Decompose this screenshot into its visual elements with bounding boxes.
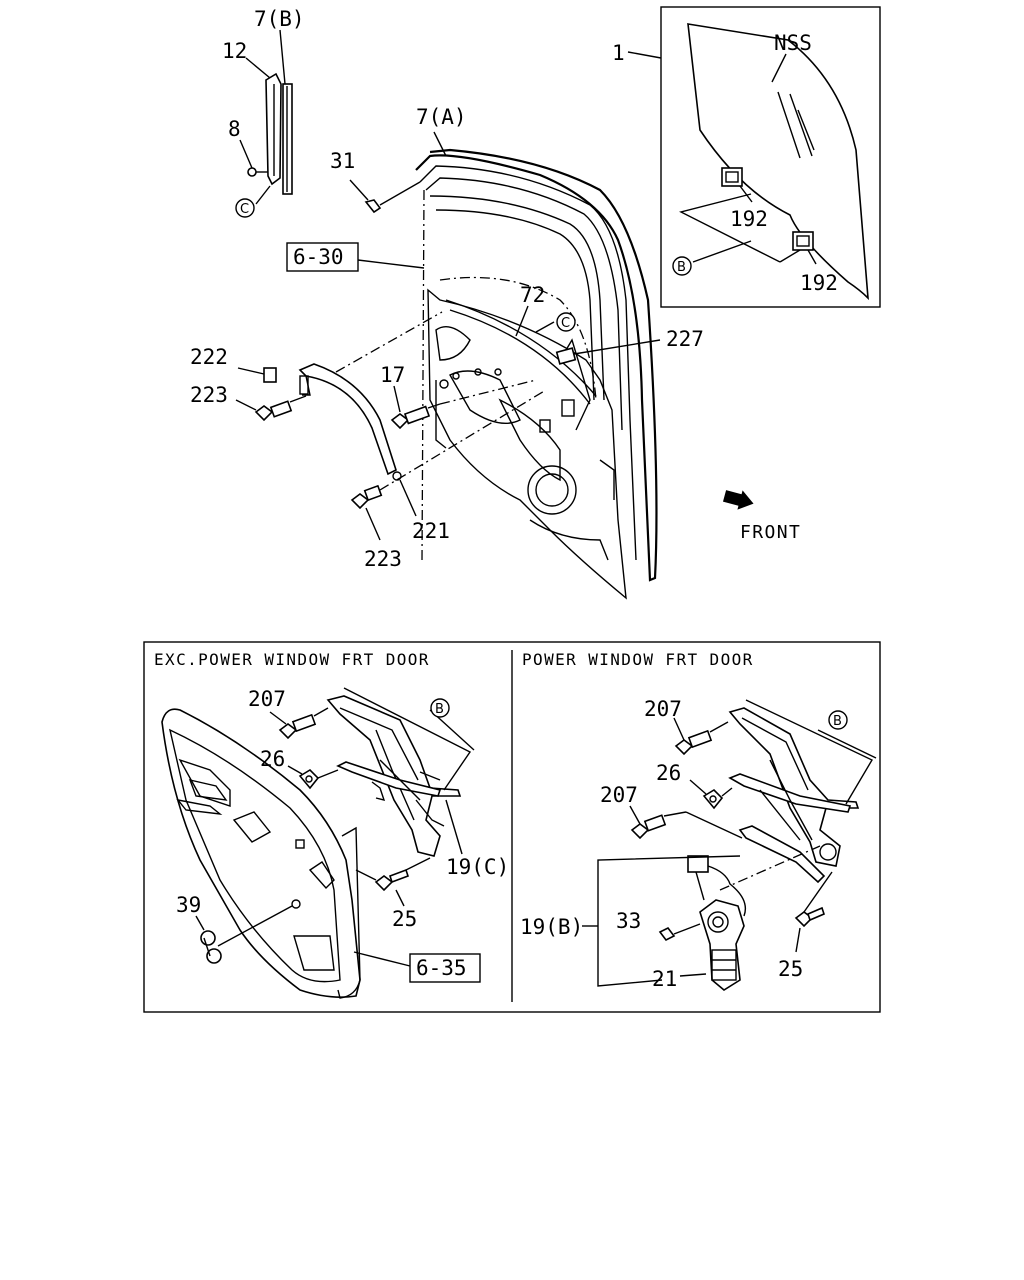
left-panel-header: EXC.POWER WINDOW FRT DOOR — [154, 650, 430, 669]
circle-b-left — [430, 698, 450, 718]
clip-39-upper — [200, 930, 216, 946]
glass-clip-192-lower — [792, 231, 814, 251]
label-192-upper: 192 — [730, 207, 768, 231]
glass-inset-box — [660, 6, 881, 308]
right-panel-header: POWER WINDOW FRT DOOR — [522, 650, 754, 669]
bolt-223-lower — [350, 493, 370, 510]
label-227: 227 — [666, 327, 704, 351]
bolt-207-right-lower — [630, 823, 650, 840]
nut-26-left — [298, 768, 320, 790]
label-33: 33 — [616, 909, 641, 933]
ref-box-6-35 — [409, 953, 481, 983]
label-26-right: 26 — [656, 761, 681, 785]
label-223-upper: 223 — [190, 383, 228, 407]
label-12: 12 — [222, 39, 247, 63]
label-6-35: 6-35 — [416, 956, 467, 980]
screw-31 — [364, 199, 382, 214]
label-72: 72 — [520, 283, 545, 307]
circle-b-glass — [672, 256, 692, 276]
label-207-right-upper: 207 — [644, 697, 682, 721]
regulator-lower-arm — [738, 825, 826, 884]
label-192-lower: 192 — [800, 271, 838, 295]
screw-33 — [658, 926, 676, 942]
regulator-arm-right — [728, 773, 852, 813]
circle-b-right-label: B — [833, 714, 842, 729]
glass-pane-nss — [687, 23, 869, 301]
label-1: 1 — [612, 41, 625, 65]
screw-8 — [247, 167, 257, 177]
circle-c-door-label: C — [561, 316, 570, 331]
door-trim-edge — [337, 826, 361, 999]
label-26-left: 26 — [260, 747, 285, 771]
label-221: 221 — [412, 519, 450, 543]
bolt-207-right-upper — [674, 739, 694, 756]
circle-b-right — [828, 710, 848, 730]
label-front: FRONT — [740, 522, 801, 543]
label-19b: 19(B) — [520, 915, 583, 939]
door-inner-panel — [427, 288, 627, 600]
label-6-30: 6-30 — [293, 245, 344, 269]
window-motor-21 — [699, 899, 745, 991]
circle-b-glass-label: B — [677, 260, 686, 275]
label-222: 222 — [190, 345, 228, 369]
label-7a: 7(A) — [416, 105, 467, 129]
label-8: 8 — [228, 117, 241, 141]
nut-26-right — [702, 788, 724, 810]
circle-c-door — [556, 312, 576, 332]
label-31: 31 — [330, 149, 355, 173]
guide-channel-221 — [298, 363, 397, 476]
label-25-right: 25 — [778, 957, 803, 981]
label-223-lower: 223 — [364, 547, 402, 571]
cap-222 — [263, 367, 277, 383]
label-207-left: 207 — [248, 687, 286, 711]
label-17: 17 — [380, 363, 405, 387]
glass-clip-192-upper — [721, 167, 743, 187]
circle-b-left-label: B — [435, 702, 444, 717]
label-19c: 19(C) — [446, 855, 509, 879]
label-21: 21 — [652, 967, 677, 991]
circle-c-rail-label: C — [240, 202, 249, 217]
motor-connector — [687, 855, 709, 873]
regulator-arm-left — [336, 761, 442, 797]
label-207-right-lower: 207 — [600, 783, 638, 807]
front-arrow-icon — [722, 490, 754, 510]
label-nss: NSS — [774, 31, 812, 55]
part-221-clip — [392, 471, 402, 481]
door-speaker-opening — [527, 465, 577, 515]
bolt-223-upper — [254, 405, 274, 422]
window-frame — [429, 195, 605, 401]
screw-25-left — [374, 875, 394, 892]
clip-39-lower — [206, 948, 222, 964]
label-7b: 7(B) — [254, 7, 305, 31]
ref-box-6-30 — [286, 242, 359, 272]
label-39: 39 — [176, 893, 201, 917]
weatherstrip-7a — [419, 165, 637, 561]
bottom-panels-frame — [143, 641, 881, 1013]
label-25-left: 25 — [392, 907, 417, 931]
circle-c-rail — [235, 198, 255, 218]
part-227-clip — [555, 347, 577, 365]
bolt-207-left — [278, 723, 298, 740]
door-frame — [415, 148, 658, 582]
